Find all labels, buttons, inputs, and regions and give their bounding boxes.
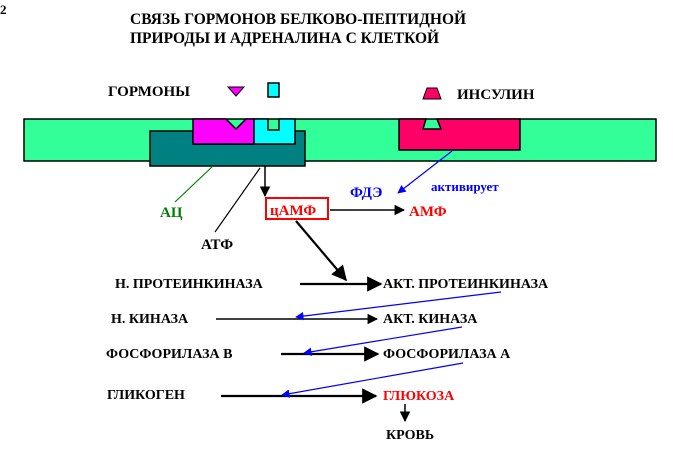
hormone-square-icon: [267, 82, 280, 98]
corner-mark: 2: [0, 2, 7, 17]
receptor-cyan: [253, 118, 296, 145]
title-line-2: ПРИРОДЫ И АДРЕНАЛИНА С КЛЕТКОЙ: [130, 30, 439, 47]
receptor-magenta: [192, 118, 255, 145]
cascade-4-active: ГЛЮКОЗА: [383, 389, 455, 404]
hormone-triangle-icon: [226, 86, 246, 97]
activation-line-3: [281, 362, 464, 398]
hormones-label: ГОРМОНЫ: [108, 84, 190, 100]
cell-membrane: [23, 118, 657, 162]
amp-label: АМФ: [409, 204, 447, 220]
cascade-1-inactive: Н. ПРОТЕИНКИНАЗА: [115, 277, 264, 292]
cascade-2-active: АКТ. КИНАЗА: [383, 312, 478, 327]
camp-box: [265, 197, 329, 220]
ac-label: АЦ: [160, 205, 183, 221]
camp-to-kinase-arrow: [295, 220, 347, 282]
ac-pointer-line: [174, 165, 214, 203]
cascade-4-inactive: ГЛИКОГЕН: [107, 388, 185, 403]
activation-line-2: [303, 326, 463, 356]
pde-label: ФДЭ: [350, 185, 382, 201]
insulin-label: ИНСУЛИН: [457, 87, 535, 103]
insulin-receptor: [398, 118, 521, 151]
activates-label: активирует: [431, 179, 499, 194]
title-line-1: СВЯЗЬ ГОРМОНОВ БЕЛКОВО-ПЕПТИДНОЙ: [130, 11, 466, 28]
insulin-to-pde-arrow: [397, 150, 453, 194]
cascade-2-inactive: Н. КИНАЗА: [111, 312, 189, 327]
insulin-icon: [422, 87, 442, 100]
activation-line-1: [295, 291, 502, 321]
cascade-1-active: АКТ. ПРОТЕИНКИНАЗА: [383, 277, 549, 292]
cascade-3-active: ФОСФОРИЛАЗА А: [383, 347, 511, 362]
atp-line: [214, 167, 261, 233]
blood-label: КРОВЬ: [386, 428, 434, 443]
cascade-3-inactive: ФОСФОРИЛАЗА В: [106, 347, 232, 362]
camp-label: цАМФ: [270, 203, 316, 219]
atp-label: АТФ: [201, 237, 233, 253]
